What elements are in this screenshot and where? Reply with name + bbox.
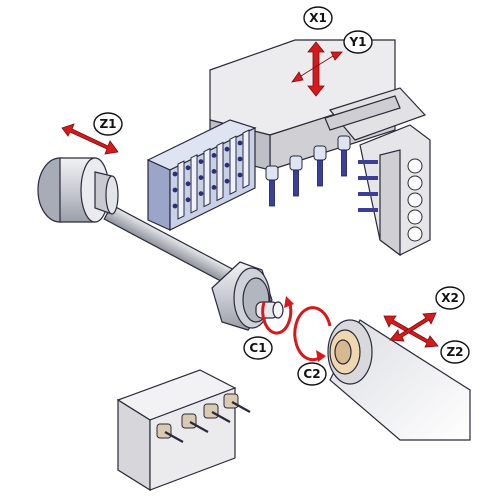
- drill-bit: [269, 179, 275, 207]
- svg-text:X2: X2: [441, 291, 459, 305]
- fin-hole: [198, 159, 204, 165]
- fin-hole: [172, 203, 178, 209]
- back-tool-holder-slot: [181, 413, 197, 429]
- tool-fins: [177, 129, 250, 220]
- drill-holder: [337, 135, 351, 151]
- svg-text:C2: C2: [303, 367, 320, 381]
- turret-hole: [407, 158, 423, 174]
- svg-text:Z1: Z1: [99, 117, 116, 131]
- fin-hole: [237, 172, 243, 178]
- fin-hole: [224, 178, 230, 184]
- turret-hole: [407, 192, 423, 208]
- turret-hole: [407, 175, 423, 191]
- fin-hole: [198, 191, 204, 197]
- sub-spindle: [327, 319, 471, 441]
- fin-hole: [185, 165, 191, 171]
- back-tool-shaft: [164, 431, 184, 443]
- drill-bit: [317, 159, 323, 187]
- turret-drill: [358, 176, 378, 180]
- turret-drills: [358, 160, 378, 212]
- c1-rotation-arrow-icon: [261, 296, 294, 335]
- gang-tool-fin: [242, 129, 250, 189]
- gang-tool-fin: [229, 135, 237, 196]
- drill-holder: [289, 155, 303, 171]
- gang-tool-fin: [177, 160, 185, 220]
- x1-y1-cross-arrow-icon: [291, 41, 343, 97]
- label-z2: Z2: [440, 340, 470, 364]
- turret-drill: [358, 192, 378, 196]
- x2-z2-cross-arrow-icon: [383, 312, 439, 348]
- back-tool-shaft: [231, 401, 251, 413]
- label-x2: X2: [435, 286, 465, 310]
- svg-text:Y1: Y1: [348, 35, 366, 49]
- turret-hole: [407, 209, 423, 225]
- gang-tool-fin: [216, 141, 224, 202]
- back-tools: [156, 393, 251, 443]
- back-tool-holder-slot: [203, 403, 219, 419]
- fin-holes: [172, 140, 243, 209]
- svg-text:C1: C1: [249, 341, 266, 355]
- gang-tool-fin: [190, 153, 198, 214]
- fin-hole: [211, 185, 217, 190]
- back-tool-holder-slot: [223, 393, 239, 409]
- fin-hole: [198, 175, 204, 181]
- label-y1: Y1: [343, 30, 373, 54]
- drill-holder: [265, 165, 279, 181]
- c1-spindle-head: [211, 261, 284, 331]
- gang-tool-fin: [203, 147, 211, 208]
- fin-hole: [185, 181, 191, 187]
- label-z1: Z1: [93, 112, 123, 136]
- c2-rotation-arrow-icon: [293, 306, 332, 362]
- fin-hole: [172, 187, 178, 193]
- label-c2: C2: [297, 362, 327, 386]
- label-x1: X1: [303, 6, 333, 30]
- label-c1: C1: [243, 336, 273, 360]
- turret-block: [358, 124, 431, 257]
- fin-hole: [211, 169, 217, 174]
- fin-hole: [224, 146, 230, 152]
- fin-hole: [185, 197, 191, 203]
- drill-holder: [313, 145, 327, 161]
- drill-bit: [341, 149, 347, 177]
- svg-text:Z2: Z2: [446, 345, 463, 359]
- fin-hole: [237, 140, 243, 146]
- back-tool-shaft: [189, 421, 209, 433]
- gang-tool-block: [146, 119, 257, 231]
- back-tool-holder-slot: [156, 423, 172, 439]
- back-tool-shaft: [211, 411, 231, 423]
- drill-tools: [265, 135, 351, 207]
- turret-drill: [358, 160, 378, 164]
- main-spindle: [37, 157, 237, 286]
- fin-hole: [237, 156, 243, 162]
- svg-text:X1: X1: [309, 11, 327, 25]
- fin-hole: [172, 171, 178, 177]
- turret-hole: [407, 226, 423, 242]
- z1-double-arrow-icon: [61, 123, 119, 155]
- back-tool-holder: [116, 369, 251, 492]
- turret-drill: [358, 208, 378, 212]
- fin-hole: [211, 153, 217, 158]
- fin-hole: [224, 162, 230, 168]
- turret-tool-holes: [407, 158, 423, 242]
- drill-bit: [293, 169, 299, 197]
